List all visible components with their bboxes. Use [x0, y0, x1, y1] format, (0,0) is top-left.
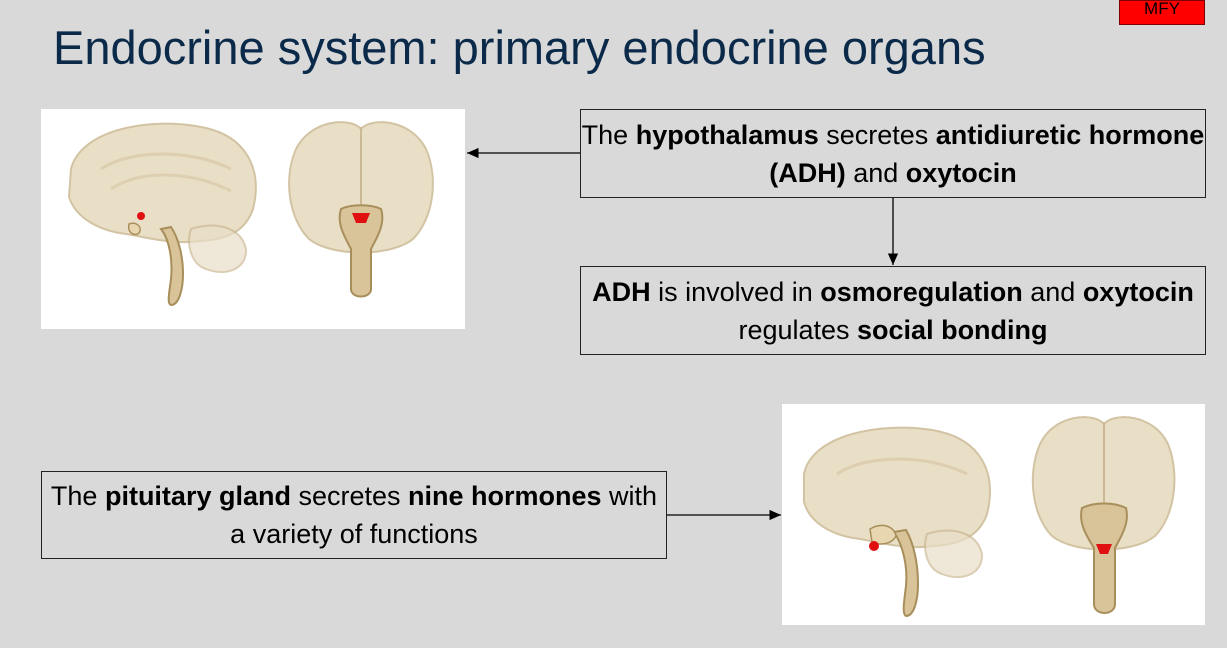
adh-term: antidiuretic hormone (ADH) [769, 119, 1205, 188]
nine-hormones-term: nine hormones [408, 481, 602, 511]
pituitary-brain-image [782, 404, 1205, 625]
text-fragment: is involved in [650, 276, 821, 307]
hypothalamus-text-box: The hypothalamus secretes antidiuretic h… [580, 109, 1206, 198]
coronal-brain-illustration [1031, 416, 1176, 614]
text-fragment: The [581, 119, 636, 150]
oxytocin-term: oxytocin [1082, 276, 1194, 307]
text-fragment: The [50, 481, 105, 511]
text-fragment: secretes [290, 481, 409, 511]
osmoregulation-term: osmoregulation [820, 276, 1023, 307]
sagittal-brain-illustration [67, 122, 257, 307]
pituitary-gland-term: pituitary gland [104, 481, 291, 511]
mfy-badge: MFY [1119, 0, 1205, 25]
text-fragment: with a variety of functions [230, 481, 658, 549]
adh-function-text-box: ADH is involved in osmoregulation and ox… [580, 266, 1206, 355]
text-fragment: and [1022, 276, 1083, 307]
hypothalamus-brain-image [41, 109, 465, 329]
coronal-brain-illustration [288, 121, 434, 298]
social-bonding-term: social bonding [857, 314, 1048, 345]
slide-title: Endocrine system: primary endocrine orga… [53, 21, 986, 74]
text-fragment: secretes [818, 119, 936, 150]
hypothalamus-term: hypothalamus [635, 119, 819, 150]
sagittal-brain-illustration [803, 426, 991, 618]
text-fragment: and [845, 157, 906, 188]
adh-term: ADH [592, 276, 651, 307]
pituitary-text-box: The pituitary gland secretes nine hormon… [41, 471, 667, 559]
oxytocin-term: oxytocin [905, 157, 1017, 188]
text-fragment: regulates [738, 314, 858, 345]
